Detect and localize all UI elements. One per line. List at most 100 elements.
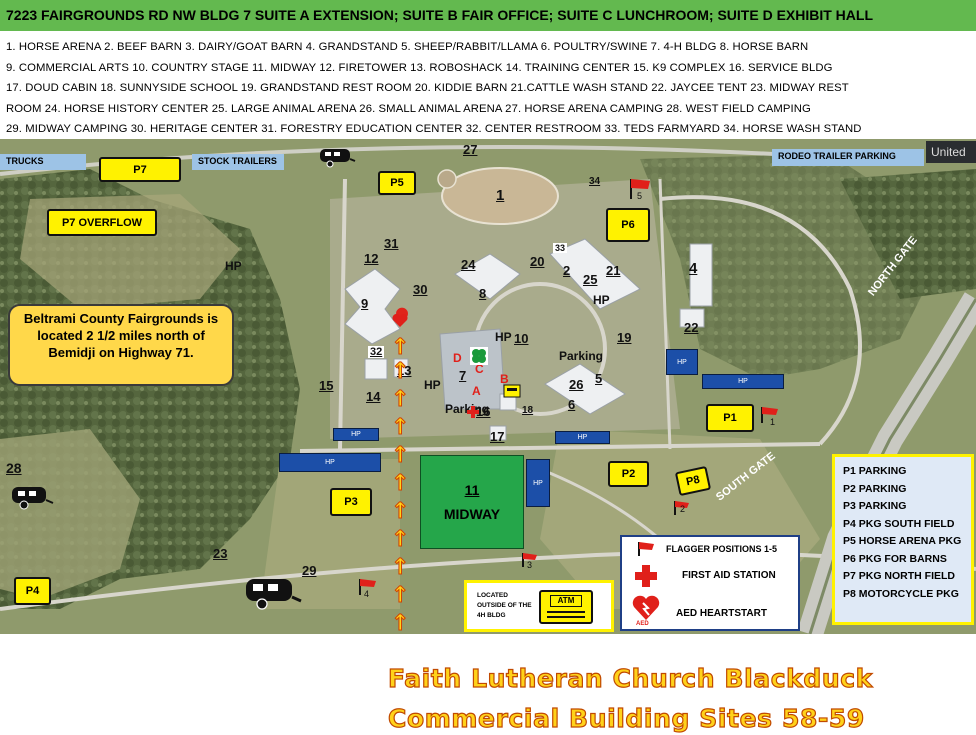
flag-icon — [630, 179, 650, 199]
building-4[interactable]: 4 — [689, 260, 698, 277]
flag-icon — [674, 501, 689, 515]
building-14[interactable]: 14 — [366, 389, 381, 404]
midway-label: MIDWAY — [443, 506, 501, 522]
building-17[interactable]: 17 — [490, 429, 505, 444]
building-10[interactable]: 10 — [514, 331, 529, 346]
building-27[interactable]: 27 — [463, 142, 478, 157]
building-18[interactable]: 18 — [522, 405, 534, 416]
address-header: 7223 FAIRGROUNDS RD NW BLDG 7 SUITE A EX… — [0, 0, 976, 31]
key-item: P5 HORSE ARENA PKG — [843, 535, 962, 547]
building-12[interactable]: 12 — [364, 251, 379, 266]
parking-p4[interactable]: P4 — [14, 577, 51, 605]
key-item: P1 PARKING — [843, 465, 907, 477]
legend-line: 9. COMMERCIAL ARTS 10. COUNTRY STAGE 11.… — [6, 61, 833, 74]
up-arrow-icon: ↑ — [390, 499, 410, 524]
suite-a: A — [472, 384, 481, 398]
trailer-icon — [12, 487, 54, 510]
up-arrow-icon: ↑ — [390, 611, 410, 634]
up-arrow-icon: ↑ — [390, 335, 410, 360]
suite-b: B — [500, 372, 509, 386]
up-arrow-icon: ↑ — [390, 443, 410, 468]
handicap-parking: HP — [526, 459, 550, 507]
hp-label: HP — [424, 378, 441, 392]
building-25[interactable]: 25 — [583, 272, 598, 287]
midway-area[interactable]: 11 MIDWAY — [420, 455, 524, 549]
parking-p1[interactable]: P1 — [706, 404, 754, 432]
building-13[interactable]: 13 — [397, 363, 412, 378]
fairgrounds-map[interactable]: TRUCKS STOCK TRAILERS RODEO TRAILER PARK… — [0, 139, 976, 634]
building-7[interactable]: 7 — [459, 368, 467, 383]
flag-number: 3 — [527, 560, 533, 570]
flag-icon — [359, 579, 376, 595]
up-arrow-icon: ↑ — [390, 527, 410, 552]
building-8[interactable]: 8 — [479, 286, 487, 301]
legend-line: ROOM 24. HORSE HISTORY CENTER 25. LARGE … — [6, 102, 811, 115]
atm-card-lines — [547, 611, 585, 613]
building-24[interactable]: 24 — [461, 257, 476, 272]
building-2[interactable]: 2 — [563, 263, 571, 278]
location-info: Beltrami County Fairgrounds is located 2… — [8, 304, 234, 386]
building-28[interactable]: 28 — [6, 460, 22, 476]
key-item: P2 PARKING — [843, 482, 907, 495]
trailer-icon — [246, 579, 302, 610]
parking-p7-overflow[interactable]: P7 OVERFLOW — [47, 209, 157, 236]
building-32[interactable]: 32 — [368, 346, 385, 358]
legend-line: 17. DOUD CABIN 18. SUNNYSIDE SCHOOL 19. … — [6, 82, 849, 94]
parking-p2[interactable]: P2 — [608, 461, 649, 487]
aed-label: AED HEARTSTART — [676, 608, 767, 619]
up-arrow-icon: ↑ — [390, 583, 410, 608]
building-30[interactable]: 30 — [413, 282, 428, 297]
united-label: United — [926, 141, 976, 163]
building-19[interactable]: 19 — [617, 330, 632, 345]
atm-card-icon: ATM — [539, 590, 593, 624]
flag-number: 1 — [770, 417, 776, 427]
parking-p3[interactable]: P3 — [330, 488, 372, 516]
legend-line: 1. HORSE ARENA 2. BEEF BARN 3. DAIRY/GOA… — [6, 41, 809, 53]
key-item: P3 PARKING — [843, 500, 907, 512]
first-aid-label: FIRST AID STATION — [682, 570, 776, 581]
suite-d: D — [453, 351, 462, 365]
flag-number: 2 — [680, 504, 686, 514]
building-31[interactable]: 31 — [384, 236, 399, 251]
aed-short-label: AED — [636, 621, 649, 627]
atm-icon — [503, 384, 521, 398]
handicap-parking: HP — [333, 428, 379, 441]
flag-icon — [638, 542, 654, 556]
flag-icon — [522, 553, 537, 567]
building-29[interactable]: 29 — [302, 563, 317, 578]
trailer-icon — [320, 149, 356, 168]
flag-icon — [761, 407, 778, 423]
building-33[interactable]: 33 — [553, 243, 568, 253]
building-22[interactable]: 22 — [684, 320, 699, 335]
building-6[interactable]: 6 — [568, 397, 576, 412]
building-34[interactable]: 34 — [589, 176, 601, 187]
parking-p7[interactable]: P7 — [99, 157, 181, 182]
building-26[interactable]: 26 — [569, 377, 584, 392]
hp-label: HP — [495, 330, 512, 344]
parking-key: P1 PARKING P2 PARKING P3 PARKING P4 PKG … — [832, 454, 974, 625]
up-arrow-icon: ↑ — [390, 471, 410, 496]
trucks-label: TRUCKS — [0, 154, 86, 170]
parking-label: Parking — [559, 349, 604, 363]
hp-label: HP — [225, 259, 242, 273]
building-9[interactable]: 9 — [361, 296, 369, 311]
handicap-parking: HP — [279, 453, 381, 472]
up-arrow-icon: ↑ — [390, 387, 410, 412]
building-15[interactable]: 15 — [319, 378, 334, 393]
midway-number: 11 — [464, 482, 480, 498]
key-item: P8 MOTORCYCLE PKG — [843, 587, 959, 600]
building-23[interactable]: 23 — [213, 546, 228, 561]
building-5[interactable]: 5 — [595, 371, 603, 386]
atm-location-note: LOCATED OUTSIDE OF THE 4H BLDG — [477, 592, 532, 619]
building-1[interactable]: 1 — [496, 187, 505, 204]
flagger-label: FLAGGER POSITIONS 1-5 — [666, 544, 778, 554]
building-16[interactable]: 16 — [476, 404, 491, 419]
stock-trailers-label: STOCK TRAILERS — [192, 154, 284, 170]
key-item: P7 PKG NORTH FIELD — [843, 570, 956, 582]
footer-church-name: Faith Lutheran Church Blackduck — [387, 663, 873, 693]
parking-p5[interactable]: P5 — [378, 171, 416, 195]
atm-info-box: LOCATED OUTSIDE OF THE 4H BLDG ATM — [464, 580, 614, 632]
building-21[interactable]: 21 — [606, 263, 621, 278]
building-20[interactable]: 20 — [530, 254, 545, 269]
parking-p6[interactable]: P6 — [606, 208, 650, 242]
